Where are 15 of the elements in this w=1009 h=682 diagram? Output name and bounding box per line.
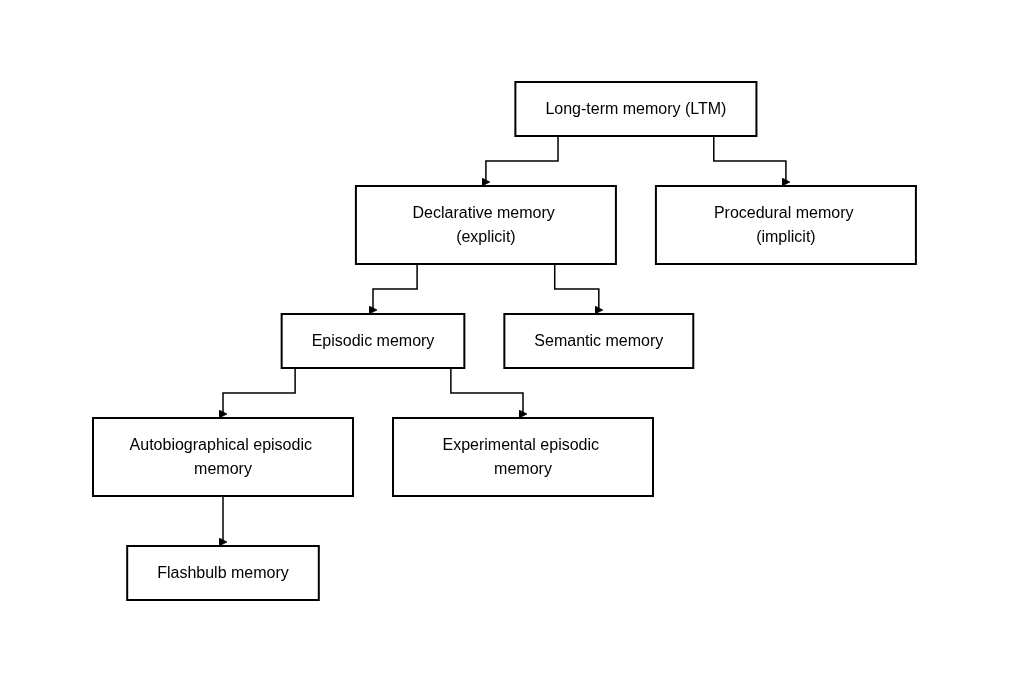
arrow (368, 263, 418, 315)
arrow (481, 135, 559, 187)
node-box: Long-term memory (LTM) (514, 81, 758, 137)
arrow (218, 495, 228, 547)
node-box: Procedural memory (implicit) (654, 185, 917, 265)
node-box: Declarative memory (explicit) (354, 185, 617, 265)
node-box: Experimental episodic memory (392, 417, 655, 497)
node-box: Semantic memory (503, 313, 695, 369)
node-box: Flashbulb memory (126, 545, 320, 601)
node-box: Episodic memory (280, 313, 466, 369)
arrow (554, 263, 604, 315)
arrow (713, 135, 791, 187)
node-box: Autobiographical episodic memory (92, 417, 355, 497)
arrow (450, 367, 528, 419)
arrow (218, 367, 296, 419)
